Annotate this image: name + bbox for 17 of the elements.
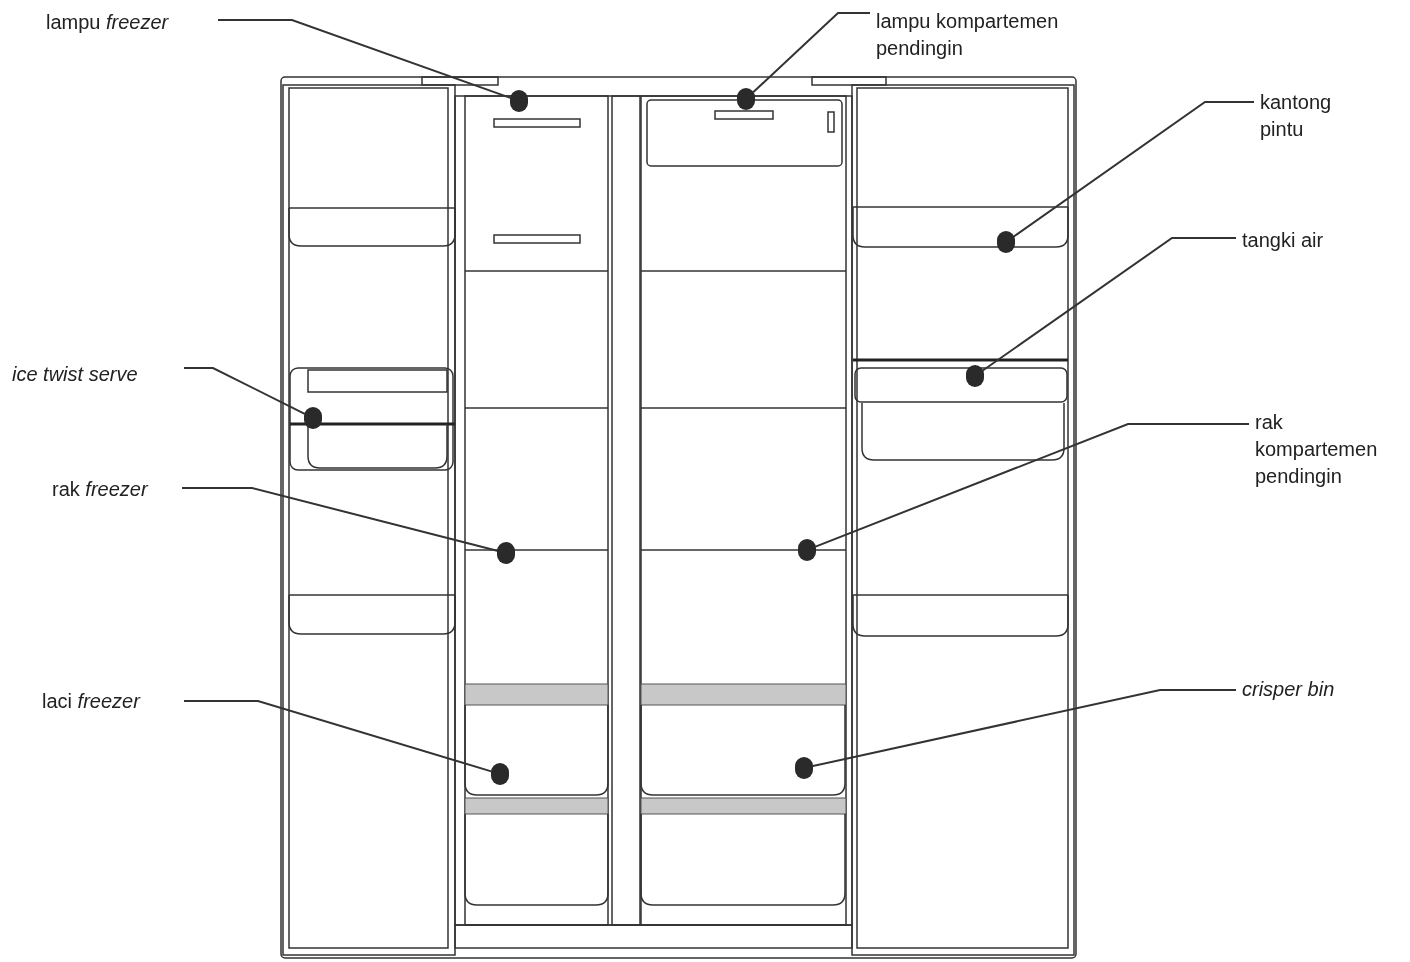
callout-label: kantong pintu	[1260, 90, 1333, 142]
leader-line	[181, 487, 499, 552]
callout-label: rak freezer	[52, 477, 148, 502]
callout-label: crisper bin	[1242, 677, 1335, 702]
callout-label: lampu freezer	[46, 10, 169, 35]
callout-label: tangki air	[1242, 228, 1324, 253]
callout-label: laci freezer	[42, 689, 140, 714]
leader-line	[183, 367, 306, 415]
leader-line	[981, 237, 1237, 372]
leader-line	[1012, 101, 1255, 238]
leader-line	[183, 700, 493, 773]
leader-line	[752, 12, 871, 94]
callout-label: lampu kompartemen pendingin	[876, 9, 1060, 61]
leader-line	[217, 19, 512, 99]
leader-line	[814, 423, 1250, 548]
callout-label: ice twist serve	[12, 362, 138, 387]
callout-label: rak kompartemen pendingin	[1255, 410, 1379, 489]
